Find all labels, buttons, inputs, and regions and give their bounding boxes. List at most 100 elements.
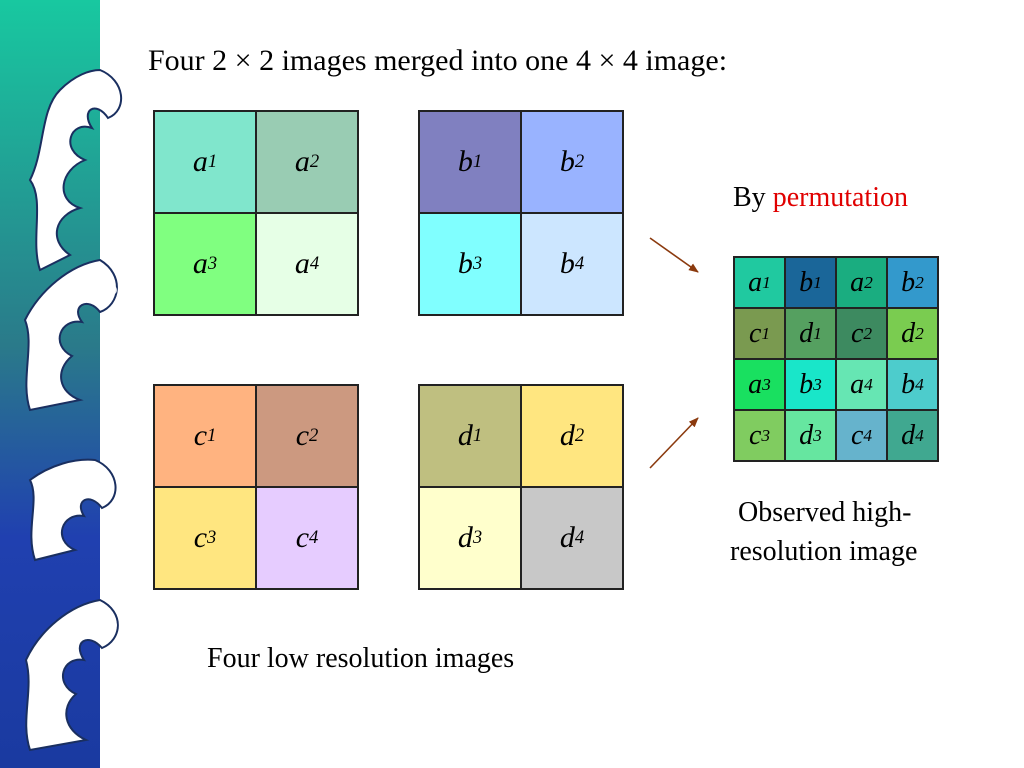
cell-letter: b	[559, 145, 575, 178]
cell-subscript: 3	[472, 527, 483, 548]
wave-decoration	[0, 0, 126, 768]
cell-subscript: 4	[915, 374, 924, 394]
cell-letter: a	[748, 368, 763, 400]
cell-letter: b	[457, 247, 473, 280]
cell-subscript: 4	[574, 527, 585, 548]
cell-letter: a	[850, 266, 865, 298]
cell-subscript: 1	[761, 323, 771, 343]
cell-subscript: 2	[915, 272, 924, 292]
cell-letter: a	[294, 145, 310, 178]
observed-caption-line2: resolution image	[730, 536, 918, 567]
cell-letter: c	[295, 521, 310, 554]
cell-subscript: 2	[915, 323, 924, 343]
by-label: By	[733, 182, 773, 213]
cell-letter: c	[295, 419, 310, 452]
cell-subscript: 4	[309, 527, 319, 548]
cell-subscript: 2	[309, 151, 320, 172]
cell-subscript: 4	[574, 253, 585, 274]
cell-subscript: 1	[762, 272, 771, 292]
observed-caption-line1: Observed high-	[738, 497, 912, 528]
arrow-top	[649, 237, 699, 273]
cell-subscript: 4	[915, 425, 924, 445]
cell-letter: a	[192, 145, 208, 178]
cell-letter: a	[748, 266, 763, 298]
low-res-caption: Four low resolution images	[207, 643, 515, 674]
cell-letter: b	[799, 266, 814, 298]
cell-subscript: 1	[472, 425, 483, 446]
cell-letter: c	[748, 317, 762, 349]
cell-letter: d	[901, 317, 916, 349]
cell-letter: a	[192, 247, 208, 280]
cell-subscript: 4	[863, 425, 873, 445]
cell-subscript: 1	[207, 425, 217, 446]
cell-subscript: 3	[472, 253, 483, 274]
cell-letter: c	[850, 419, 864, 451]
cell-letter: b	[559, 247, 575, 280]
cell-letter: a	[294, 247, 310, 280]
cell-subscript: 2	[864, 272, 873, 292]
cell-subscript: 1	[207, 151, 218, 172]
cell-letter: c	[850, 317, 864, 349]
slide-title: Four 2 × 2 images merged into one 4 × 4 …	[148, 44, 728, 77]
cell-letter: c	[193, 521, 208, 554]
cell-subscript: 3	[207, 527, 217, 548]
cell-letter: d	[457, 419, 473, 452]
cell-subscript: 1	[472, 151, 483, 172]
cell-subscript: 2	[309, 425, 319, 446]
cell-letter: d	[559, 419, 575, 452]
permutation-caption: By permutation	[733, 182, 908, 214]
cell-letter: b	[457, 145, 473, 178]
cell-subscript: 1	[813, 323, 822, 343]
cell-letter: d	[559, 521, 575, 554]
cell-subscript: 3	[207, 253, 218, 274]
cell-subscript: 3	[813, 374, 822, 394]
cell-letter: b	[901, 368, 916, 400]
cell-subscript: 1	[813, 272, 822, 292]
arrow-bottom	[649, 417, 699, 469]
cell-letter: d	[457, 521, 473, 554]
cell-subscript: 3	[813, 425, 822, 445]
cell-letter: d	[901, 419, 916, 451]
cell-letter: c	[193, 419, 208, 452]
cell-letter: d	[799, 317, 814, 349]
cell-subscript: 2	[574, 151, 585, 172]
cell-subscript: 3	[761, 425, 771, 445]
cell-letter: b	[901, 266, 916, 298]
cell-letter: b	[799, 368, 814, 400]
cell-subscript: 2	[574, 425, 585, 446]
permutation-label: permutation	[772, 182, 908, 213]
